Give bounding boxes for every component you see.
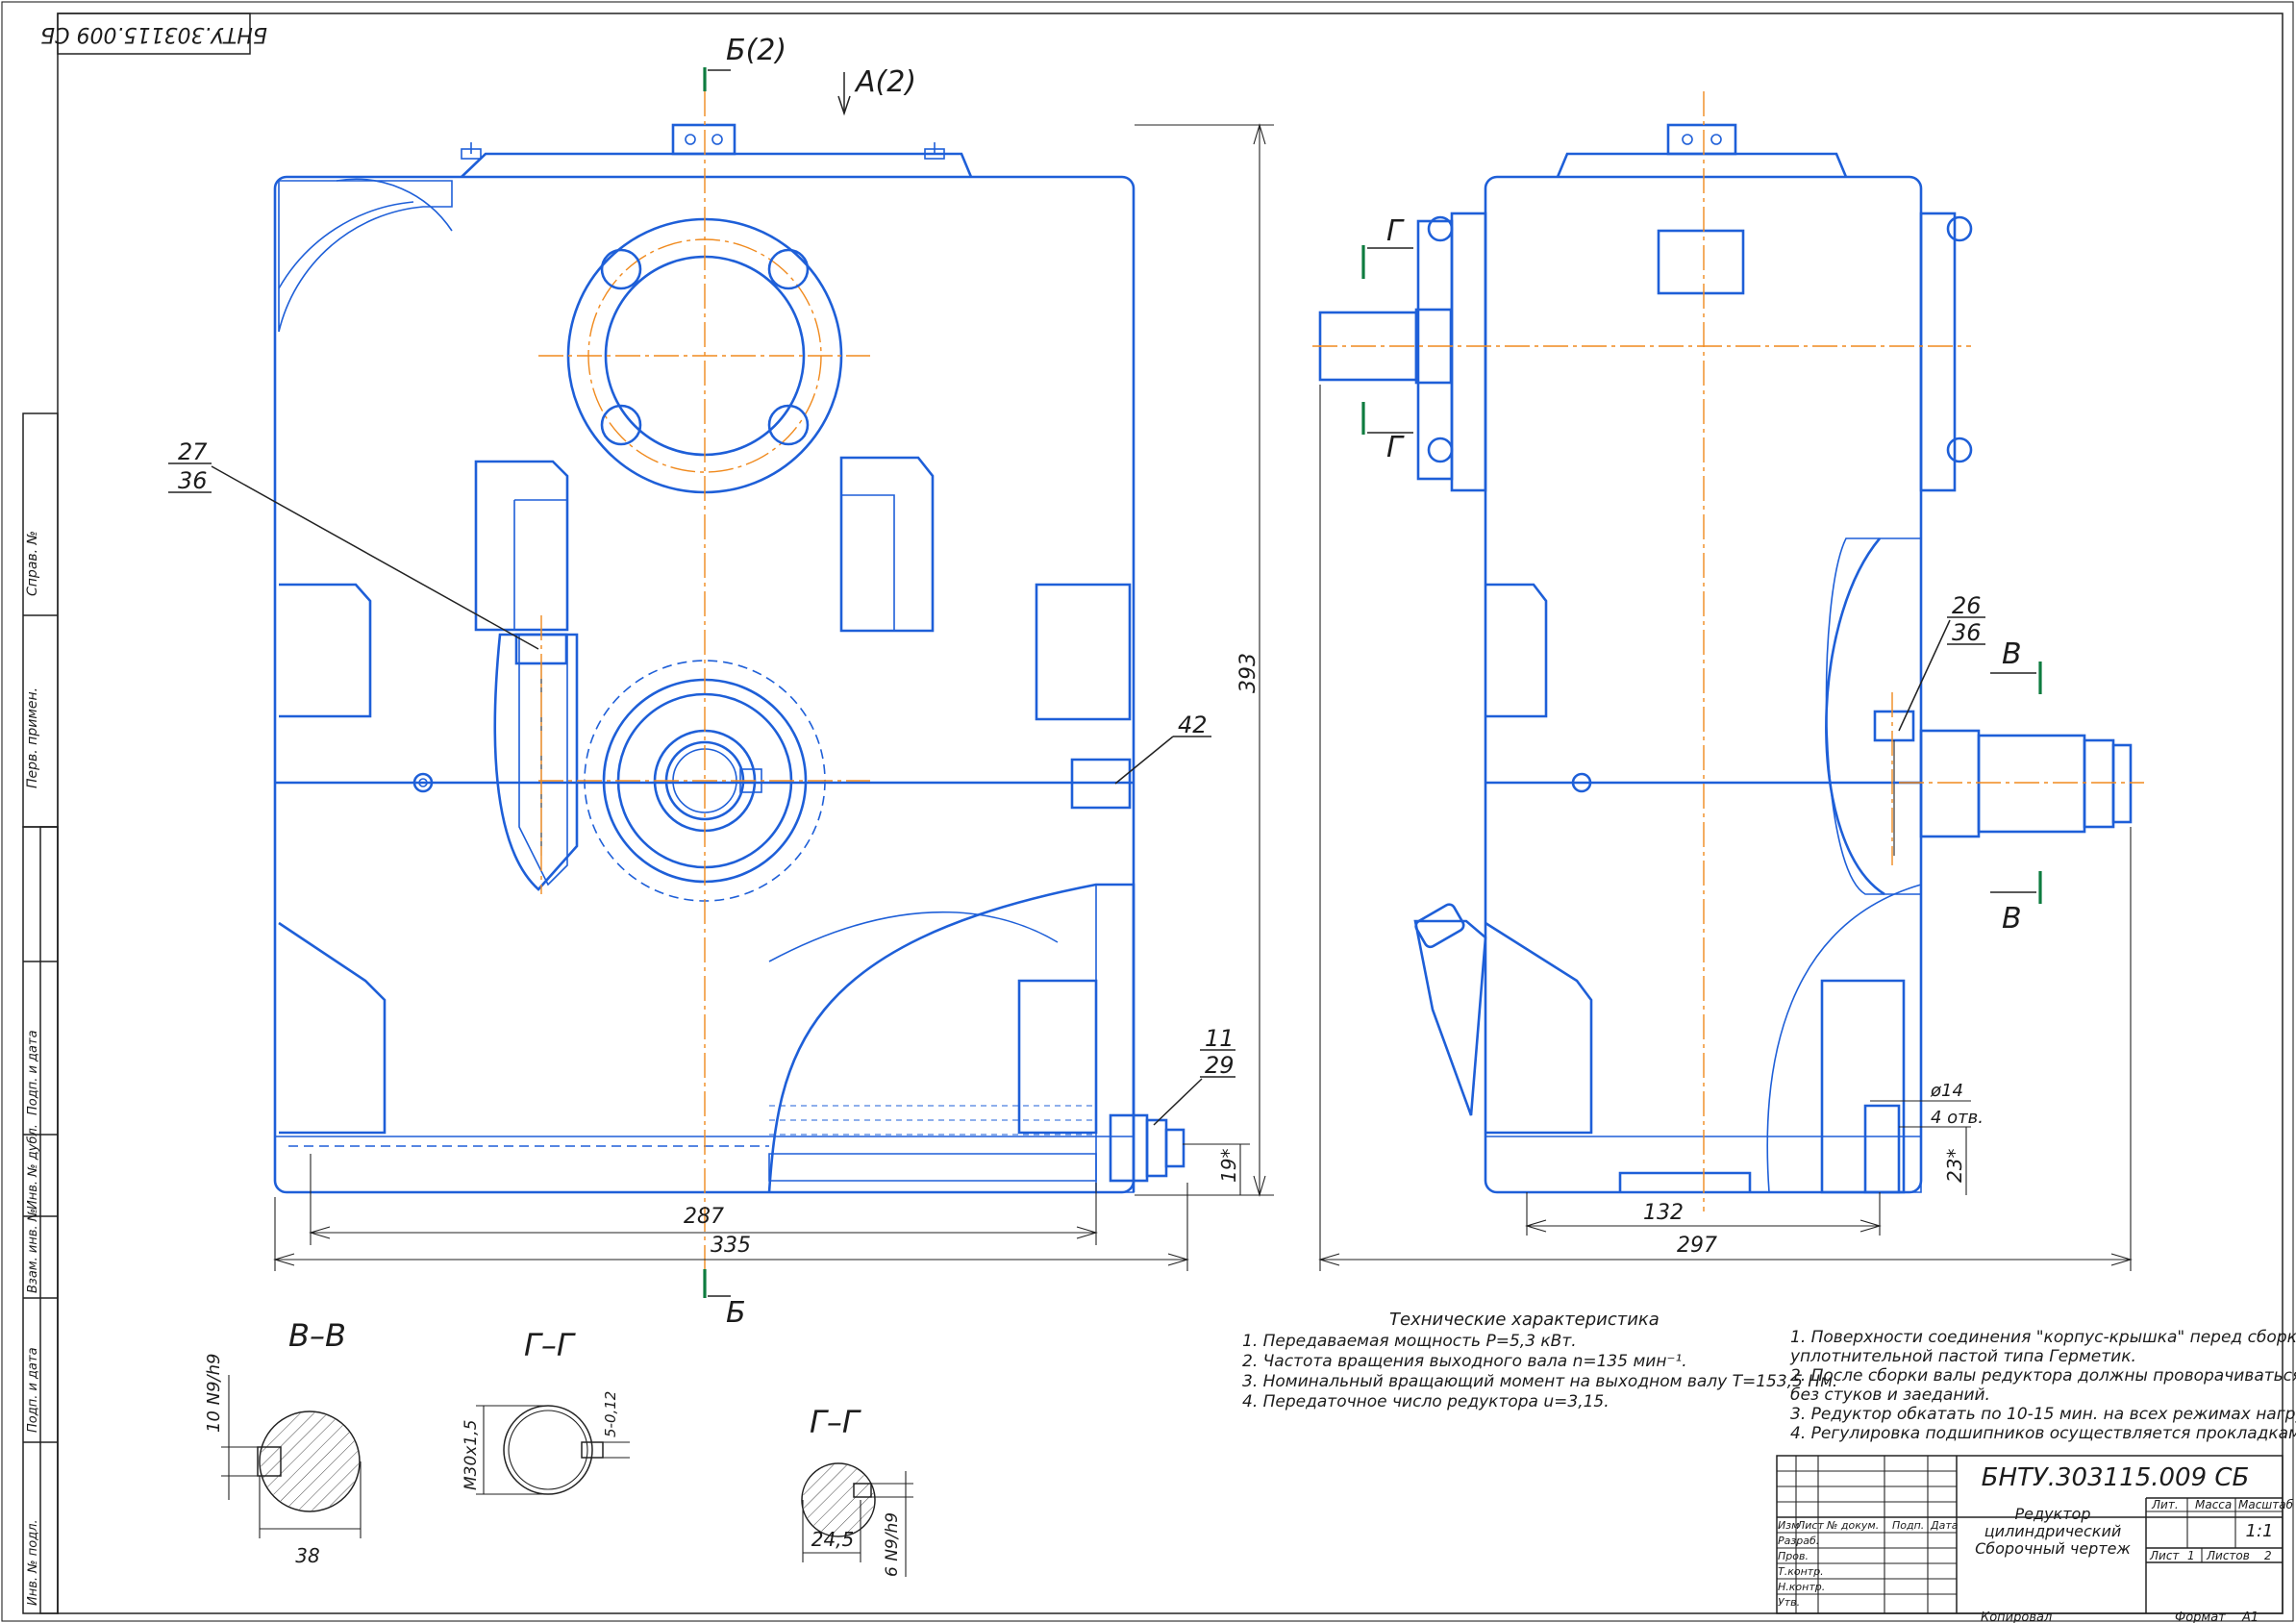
section-mark-V-top: В: [2002, 637, 2022, 671]
tech-requirements: 1. Поверхности соединения "корпус-крышка…: [1789, 1328, 2296, 1443]
tb-role-utv: Утв.: [1778, 1596, 1800, 1609]
tb-sheet-label: Лист: [2149, 1549, 2180, 1562]
side-dimensions: ø14 4 отв. 23* 132 297: [1318, 385, 2133, 1271]
front-view: Б(2) Б А(2) 27 36 42 11 29: [168, 34, 1274, 1330]
tb-col-podp: Подп.: [1892, 1519, 1924, 1532]
tech-req-3: 2. После сборки валы редуктора должны пр…: [1790, 1366, 2296, 1386]
dim-width-297: 297: [1677, 1234, 1717, 1258]
tb-mass-label: Масса: [2195, 1498, 2232, 1511]
side-strip: Перв. примен. Справ. № Подп. и дата Инв.…: [22, 412, 59, 1614]
tb-col-date: Дата: [1930, 1519, 1959, 1532]
section-G1-thread: M30x1,5: [462, 1420, 481, 1490]
tech-req-1: 1. Поверхности соединения "корпус-крышка…: [1790, 1328, 2296, 1347]
section-G2-dim: 24,5: [811, 1528, 855, 1551]
callout-11-29: 11 29: [1153, 1025, 1235, 1126]
tb-sheets-label: Листов: [2206, 1549, 2250, 1562]
section-mark-G-top: Г: [1386, 214, 1405, 248]
section-G-G-1: Г–Г M30x1,5 5-0,12: [462, 1327, 630, 1495]
section-mark-B-bottom: Б: [726, 1296, 746, 1330]
strip-label-podp2: Подп. и дата: [26, 1347, 40, 1433]
tb-name-3: Сборочный чертеж: [1975, 1539, 2131, 1558]
tb-sheets-value: 2: [2264, 1549, 2272, 1562]
title-block: Изм Лист № докум. Подп. Дата Разраб. Про…: [1776, 1455, 2294, 1614]
dim-foot-23: 23*: [1943, 1149, 1966, 1183]
callout-29-den: 29: [1205, 1052, 1235, 1079]
tb-name-2: цилиндрический: [1984, 1522, 2122, 1540]
strip-label-perv: Перв. примен.: [25, 687, 40, 788]
tb-scale-value: 1:1: [2246, 1521, 2274, 1541]
section-mark-G-bottom: Г: [1386, 431, 1405, 464]
section-V-fit: 10 N9/h9: [204, 1354, 224, 1433]
side-view: Г Г В В 26 36 ø14 4 отв. 23*: [1312, 91, 2144, 1271]
section-mark-V-bottom: В: [2002, 902, 2022, 936]
section-G-G-2: Г–Г 6 N9/h9 24,5: [801, 1404, 913, 1577]
section-G1-depth: 5-0,12: [602, 1391, 619, 1437]
tb-doc-code: БНТУ.303115.009 СБ: [1982, 1463, 2250, 1492]
dim-drain-19: 19*: [1217, 1149, 1240, 1183]
tb-scale-label: Масштаб: [2238, 1498, 2294, 1511]
dim-hole-count: 4 отв.: [1931, 1108, 1984, 1128]
section-V-V: В–В 10 N9/h9 38: [204, 1317, 362, 1567]
tb-role-tkontr: Т.контр.: [1778, 1565, 1824, 1578]
callout-26-36: 26 36: [1898, 592, 1985, 732]
tech-char-title: Технические характеристика: [1389, 1310, 1660, 1330]
footer-format-label: Формат: [2175, 1611, 2226, 1623]
dim-width-335: 335: [711, 1234, 751, 1258]
strip-label-vzam: Взам. инв. №: [26, 1209, 40, 1293]
section-V-title: В–В: [288, 1317, 346, 1354]
tech-req-5: 3. Редуктор обкатать по 10-15 мин. на вс…: [1790, 1405, 2296, 1424]
dim-width-287: 287: [684, 1205, 724, 1229]
tech-char-3: 3. Номинальный вращающий момент на выход…: [1242, 1372, 1837, 1391]
tb-col-doc: № докум.: [1826, 1519, 1879, 1532]
tb-col-list: Лист: [1796, 1519, 1824, 1532]
tech-char-1: 1. Передаваемая мощность P=5,3 кВт.: [1242, 1332, 1577, 1351]
strip-label-podp1: Подп. и дата: [26, 1030, 40, 1115]
tb-role-prov: Пров.: [1778, 1550, 1809, 1562]
tb-col-izm: Изм: [1778, 1519, 1799, 1532]
tech-char-2: 2. Частота вращения выходного вала n=135…: [1242, 1352, 1687, 1371]
tech-characteristics: Технические характеристика 1. Передаваем…: [1242, 1310, 1837, 1411]
callout-42-num: 42: [1178, 712, 1208, 738]
callout-36-den: 36: [1952, 619, 1982, 646]
strip-label-sprav: Справ. №: [25, 531, 40, 596]
tb-sheet-value: 1: [2187, 1549, 2195, 1562]
callout-26-num: 26: [1952, 592, 1982, 619]
footer-format-value: A1: [2241, 1611, 2259, 1623]
dim-hole-dia: ø14: [1930, 1081, 1963, 1101]
section-G1-title: Г–Г: [524, 1327, 576, 1363]
callout-42: 42: [1114, 712, 1211, 785]
footer-copied: Копировал: [1981, 1611, 2052, 1623]
callout-11-num: 11: [1205, 1025, 1235, 1052]
view-arrow-A: А(2): [854, 65, 916, 99]
rotated-code-text: БНТУ.303115.009 СБ: [40, 22, 267, 46]
tech-req-2: уплотнительной пастой типа Герметик.: [1789, 1347, 2136, 1366]
section-G2-fit: 6 N9/h9: [883, 1512, 902, 1577]
tb-name-1: Редуктор: [2015, 1505, 2091, 1523]
front-dimensions: 393 19* 287 335: [273, 123, 1274, 1271]
dim-height-393: 393: [1236, 653, 1260, 693]
footer: Копировал Формат A1: [1981, 1611, 2259, 1623]
strip-label-inv: Инв. № подл.: [26, 1519, 40, 1606]
tech-req-4: без стуков и заеданий.: [1790, 1386, 1990, 1405]
tb-lit-label: Лит.: [2151, 1498, 2179, 1511]
section-V-dim: 38: [295, 1544, 319, 1567]
section-mark-B-top: Б(2): [726, 34, 786, 67]
callout-27-num: 27: [178, 438, 208, 465]
tech-req-6: 4. Регулировка подшипников осуществляетс…: [1790, 1424, 2296, 1443]
tb-role-nkontr: Н.контр.: [1778, 1581, 1825, 1593]
callout-27-36: 27 36: [168, 438, 539, 650]
callout-27-den: 36: [178, 467, 208, 494]
dim-width-132: 132: [1643, 1201, 1684, 1225]
section-G2-title: Г–Г: [810, 1404, 861, 1440]
strip-label-dubl: Инв. № дубл.: [26, 1124, 40, 1210]
rotated-code-stamp: БНТУ.303115.009 СБ: [40, 12, 267, 55]
tb-role-razrab: Разраб.: [1778, 1535, 1819, 1547]
tech-char-4: 4. Передаточное число редуктора u=3,15.: [1242, 1392, 1610, 1411]
